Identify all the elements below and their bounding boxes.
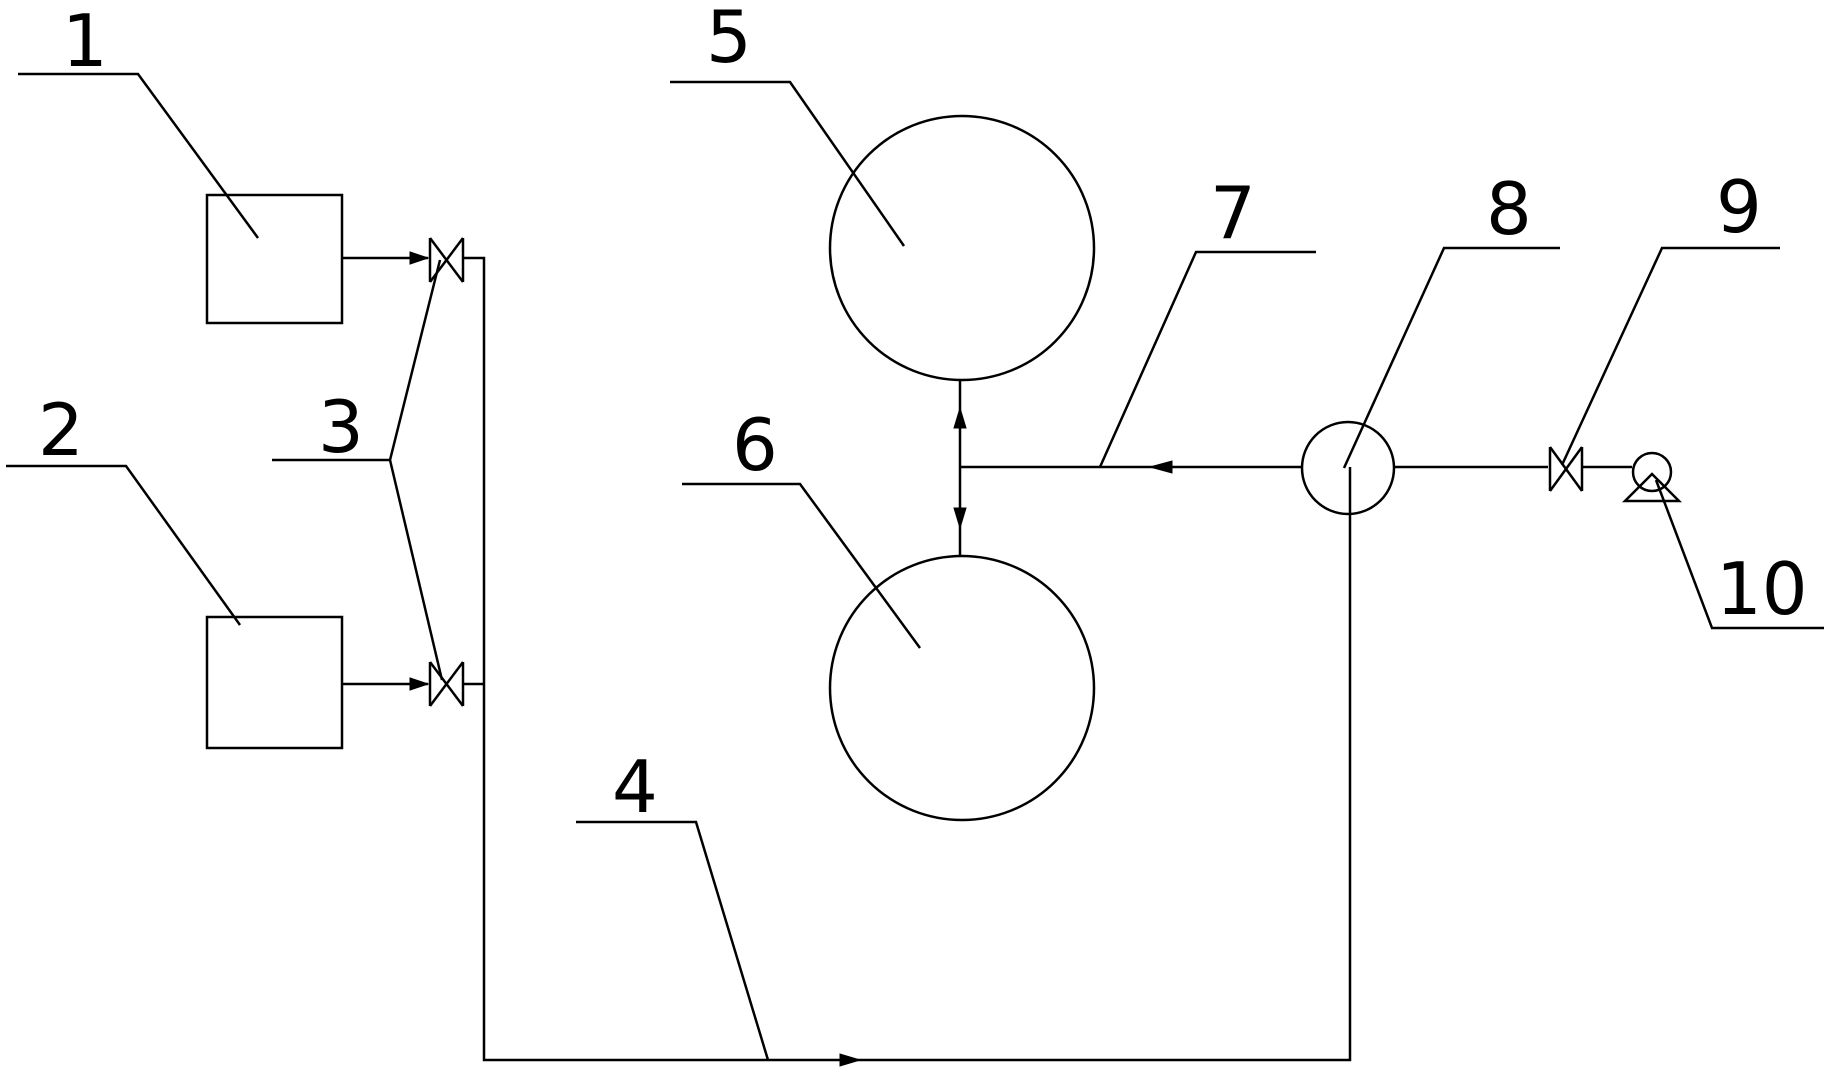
- leader-9: [1560, 246, 1780, 466]
- flow-arrow-down-to-drum-6: [953, 507, 967, 530]
- pipeline-4: [463, 256, 1352, 1062]
- leader-5: [670, 80, 906, 247]
- junction-8: [1300, 420, 1396, 516]
- pump-10: [1621, 451, 1683, 503]
- leader-6: [682, 482, 922, 649]
- drum-5: [828, 114, 1096, 382]
- label-1: 1: [62, 0, 108, 83]
- label-2: 2: [38, 388, 84, 472]
- tank-1: [205, 193, 344, 325]
- valve-3-lower: [428, 661, 465, 707]
- flow-arrow-pipeline-4: [839, 1053, 862, 1067]
- label-10: 10: [1716, 547, 1808, 631]
- label-9: 9: [1716, 165, 1762, 249]
- flow-arrow-pipe-7: [1148, 460, 1173, 474]
- leader-7: [1098, 250, 1316, 468]
- leader-2: [6, 464, 242, 626]
- leader-4: [576, 820, 770, 1061]
- flow-arrow-up-to-drum-5: [953, 406, 967, 429]
- label-7: 7: [1210, 171, 1256, 255]
- label-6: 6: [732, 403, 778, 487]
- leader-3-lower: [388, 459, 444, 681]
- flow-arrow-tank1: [409, 251, 430, 265]
- leader-10: [1654, 479, 1824, 630]
- label-4: 4: [612, 745, 658, 829]
- leader-1: [18, 72, 260, 239]
- label-5: 5: [706, 0, 752, 79]
- label-8: 8: [1486, 167, 1532, 251]
- flow-arrow-tank2: [409, 677, 430, 691]
- leader-8: [1342, 246, 1560, 469]
- valve-9: [1548, 446, 1584, 492]
- tank-2: [205, 615, 344, 750]
- label-3: 3: [318, 385, 364, 469]
- drum-6: [828, 554, 1096, 822]
